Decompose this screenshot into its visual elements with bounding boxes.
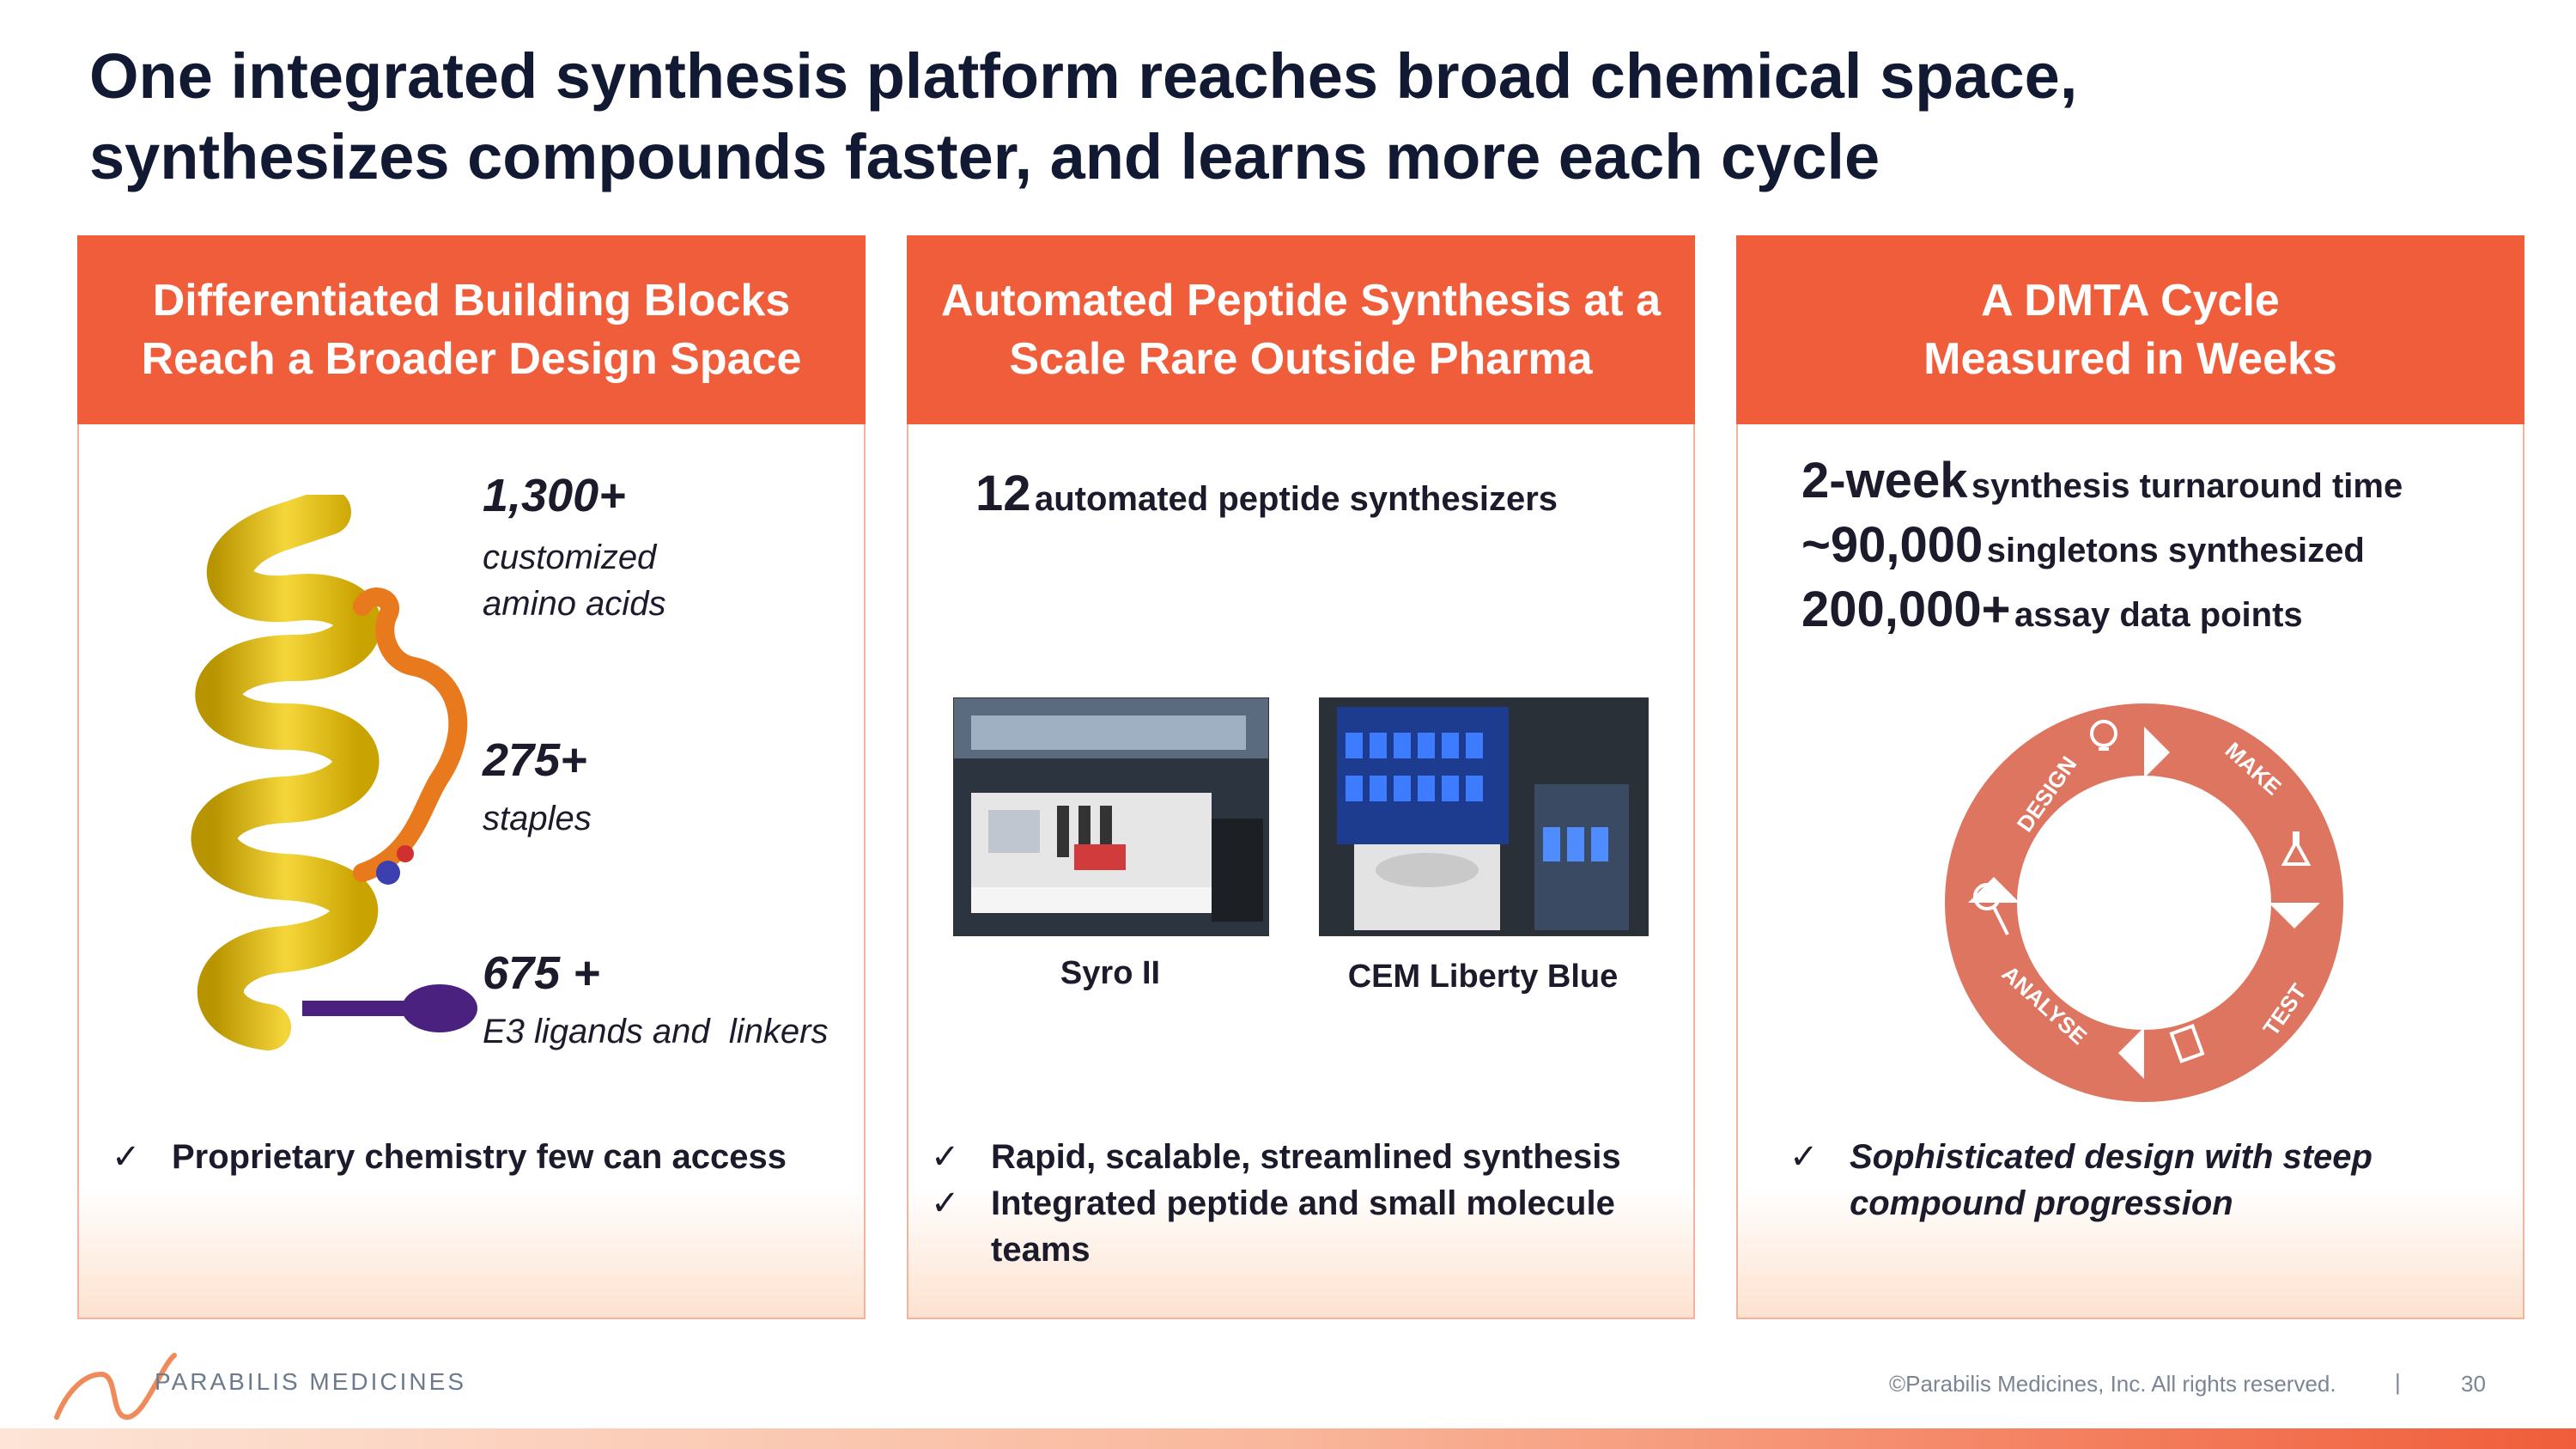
card-header-line-2: Measured in Weeks [1923,334,2337,384]
bullet-text: Rapid, scalable, streamlined synthesis [991,1138,1621,1176]
card-header-line-2: Scale Rare Outside Pharma [1009,334,1593,384]
syro-ii-caption: Syro II [1060,955,1161,991]
slide-title-line-2: synthesizes compounds faster, and learns… [89,121,1880,192]
card-header-line-2: Reach a Broader Design Space [141,334,802,384]
synthesizers-count: 12 [975,466,1031,521]
slide-title-line-1: One integrated synthesis platform reache… [89,40,2078,112]
parabilis-logo-icon [54,1353,177,1421]
bullet-item: ✓ Sophisticated design with steep [1789,1134,2506,1180]
synthesizers-text: automated peptide synthesizers [1034,480,1558,518]
flask-icon [2281,831,2312,866]
company-name: PARABILIS MEDICINES [155,1368,467,1395]
synthesizers-stat: 12 automated peptide synthesizers [975,465,1558,522]
ligands-count: 675 + [483,947,600,999]
turnaround-value: 2-week [1801,453,1968,508]
singletons-value: ~90,000 [1801,517,1984,573]
assay-text: assay data points [2014,596,2303,634]
checkmark-icon: ✓ [1789,1138,1819,1176]
bullet-text: Proprietary chemistry few can access [172,1138,787,1176]
card-header: Differentiated Building Blocks Reach a B… [77,235,866,424]
card-header: Automated Peptide Synthesis at a Scale R… [907,235,1695,424]
cem-liberty-blue-caption: CEM Liberty Blue [1347,959,1619,995]
amino-acids-count: 1,300+ [483,470,626,521]
amino-acids-label-2: amino acids [483,585,666,623]
bullet-continuation: teams [931,1227,1676,1273]
bullet-item: ✓ Proprietary chemistry few can access [112,1134,847,1180]
card-header-line-1: A DMTA Cycle [1981,276,2280,326]
magnifier-icon [1973,883,2009,935]
assay-stat: 200,000+ assay data points [1801,581,2303,638]
ligands-label: E3 ligands and linkers [483,1013,829,1050]
checkmark-icon: ✓ [112,1138,141,1176]
copyright-text: ©Parabilis Medicines, Inc. All rights re… [1889,1371,2336,1397]
slide-title: One integrated synthesis platform reache… [89,36,2408,198]
peptide-helix-illustration [191,495,477,1050]
bullet-list: ✓ Proprietary chemistry few can access [112,1134,847,1180]
turnaround-stat: 2-week synthesis turnaround time [1801,452,2403,509]
card-header-line-1: Automated Peptide Synthesis at a [941,276,1661,326]
syro-ii-photo [953,697,1269,936]
staples-count: 275+ [483,734,587,786]
bullet-item: ✓ Integrated peptide and small molecule [931,1180,1676,1227]
peptide-synthesis-card: Automated Peptide Synthesis at a Scale R… [907,235,1695,1319]
turnaround-text: synthesis turnaround time [1971,467,2403,505]
bullet-text: compound progression [1850,1184,2233,1222]
checkmark-icon: ✓ [931,1184,960,1222]
footer-separator: | [2395,1369,2401,1395]
bottom-accent-bar [0,1428,2576,1449]
page-number: 30 [2461,1371,2486,1397]
staples-label: staples [483,800,592,837]
bullet-text: Sophisticated design with steep [1850,1138,2372,1176]
assay-value: 200,000+ [1801,581,2011,637]
clipboard-icon [2169,1024,2205,1063]
bullet-item: ✓ Rapid, scalable, streamlined synthesis [931,1134,1676,1180]
checkmark-icon: ✓ [931,1138,960,1176]
building-blocks-card: Differentiated Building Blocks Reach a B… [77,235,866,1319]
bullet-list: ✓ Sophisticated design with steep compou… [1789,1134,2506,1227]
bullet-continuation: compound progression [1789,1180,2506,1227]
bullet-text: teams [991,1231,1091,1269]
singletons-text: singletons synthesized [1986,532,2365,569]
cem-liberty-blue-photo [1319,697,1649,936]
card-header: A DMTA Cycle Measured in Weeks [1736,235,2524,424]
singletons-stat: ~90,000 singletons synthesized [1801,516,2365,574]
amino-acids-label-1: customized [483,539,657,576]
bullet-text: Integrated peptide and small molecule [991,1184,1615,1222]
dmta-cycle-diagram: DESIGN MAKE TEST ANALYSE [1945,703,2343,1102]
dmta-cycle-card: A DMTA Cycle Measured in Weeks 2-week sy… [1736,235,2524,1319]
card-header-line-1: Differentiated Building Blocks [152,276,791,326]
lightbulb-icon [2090,720,2117,751]
bullet-list: ✓ Rapid, scalable, streamlined synthesis… [931,1134,1676,1273]
